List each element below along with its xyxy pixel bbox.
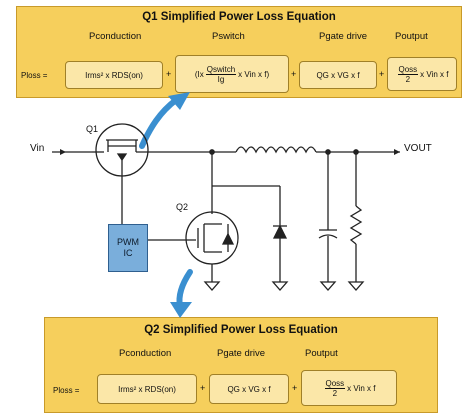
q1-plus-3: + <box>379 69 385 79</box>
q1-conduction-text: Irms² x RDS(on) <box>85 70 143 80</box>
q1-head-gate: Pgate drive <box>319 31 368 42</box>
q2-equation-box: Q2 Simplified Power Loss Equation Pcondu… <box>44 317 438 413</box>
q1-switch-suffix: x Vin x f) <box>238 69 270 79</box>
q1-plus-1: + <box>166 69 172 79</box>
q2-body-diode <box>221 232 235 245</box>
q1-callout-arrowhead <box>168 92 190 110</box>
q1-gate-text: QG x VG x f <box>316 70 360 80</box>
q2-head-output: Poutput <box>305 348 338 359</box>
q2-output-denominator: 2 <box>332 388 338 398</box>
q2-head-conduction: Pconduction <box>119 348 172 359</box>
q2-callout-arrowhead <box>170 302 192 318</box>
cap-plate-bottom <box>318 234 338 239</box>
q1-head-switch: Pswitch <box>212 31 245 42</box>
q1-switch-term: (Ix Qswitch Ig x Vin x f) <box>175 55 289 93</box>
q1-head-conduction: Pconduction <box>89 31 142 42</box>
q2-gate-text: QG x VG x f <box>227 384 271 394</box>
vout-arrowhead <box>394 149 400 155</box>
q2-plus-2: + <box>292 383 298 393</box>
pwm-ic-block: PWM IC <box>108 224 148 272</box>
load-resistor <box>349 205 363 245</box>
q1-lhs: Ploss = <box>21 71 48 80</box>
q1-gate-term: QG x VG x f <box>299 61 377 89</box>
load-ground <box>347 281 365 291</box>
q2-output-suffix: x Vin x f <box>347 383 376 393</box>
q2-ground <box>203 281 221 291</box>
q1-equation-box: Q1 Simplified Power Loss Equation Pcondu… <box>16 6 462 98</box>
diode-ground <box>271 281 289 291</box>
q1-callout-arrow <box>139 97 179 149</box>
q1-output-suffix: x Vin x f <box>420 69 449 79</box>
q1-body-diode <box>116 153 128 162</box>
q2-equation-title: Q2 Simplified Power Loss Equation <box>144 324 338 336</box>
q1-output-numerator: Qoss <box>397 64 419 75</box>
vin-arrowhead <box>60 149 66 155</box>
q1-output-fraction: Qoss 2 <box>397 64 419 84</box>
q2-plus-1: + <box>200 383 206 393</box>
output-inductor <box>235 146 317 154</box>
q2-output-fraction: Qoss 2 <box>324 378 346 398</box>
pwm-ic-line2: IC <box>123 248 133 258</box>
q2-lhs: Ploss = <box>53 386 80 395</box>
cap-ground <box>319 281 337 291</box>
vin-label: Vin <box>30 143 45 154</box>
q2-output-term: Qoss 2 x Vin x f <box>301 370 397 406</box>
q2-callout-arrow <box>176 269 193 309</box>
q1-switch-fraction: Qswitch Ig <box>205 64 237 84</box>
q2-conduction-text: Irms² x RDS(on) <box>118 384 176 394</box>
q2-output-numerator: Qoss <box>324 378 346 389</box>
q1-head-output: Poutput <box>395 31 428 42</box>
q2-conduction-term: Irms² x RDS(on) <box>97 374 197 404</box>
vout-label: VOUT <box>404 143 432 154</box>
q2-gate-term: QG x VG x f <box>209 374 289 404</box>
q1-label: Q1 <box>86 124 99 134</box>
q1-conduction-term: Irms² x RDS(on) <box>65 61 163 89</box>
q2-label: Q2 <box>176 202 189 212</box>
q1-switch-numerator: Qswitch <box>205 64 237 75</box>
freewheel-diode <box>272 224 288 239</box>
q1-switch-prefix: (Ix <box>194 69 204 79</box>
q1-output-denominator: 2 <box>405 74 411 84</box>
q1-output-term: Qoss 2 x Vin x f <box>387 57 457 91</box>
q1-switch-denominator: Ig <box>217 74 225 84</box>
pwm-ic-line1: PWM <box>117 237 139 247</box>
q1-plus-2: + <box>291 69 297 79</box>
q1-equation-title: Q1 Simplified Power Loss Equation <box>142 11 336 23</box>
q2-head-gate: Pgate drive <box>217 348 266 359</box>
